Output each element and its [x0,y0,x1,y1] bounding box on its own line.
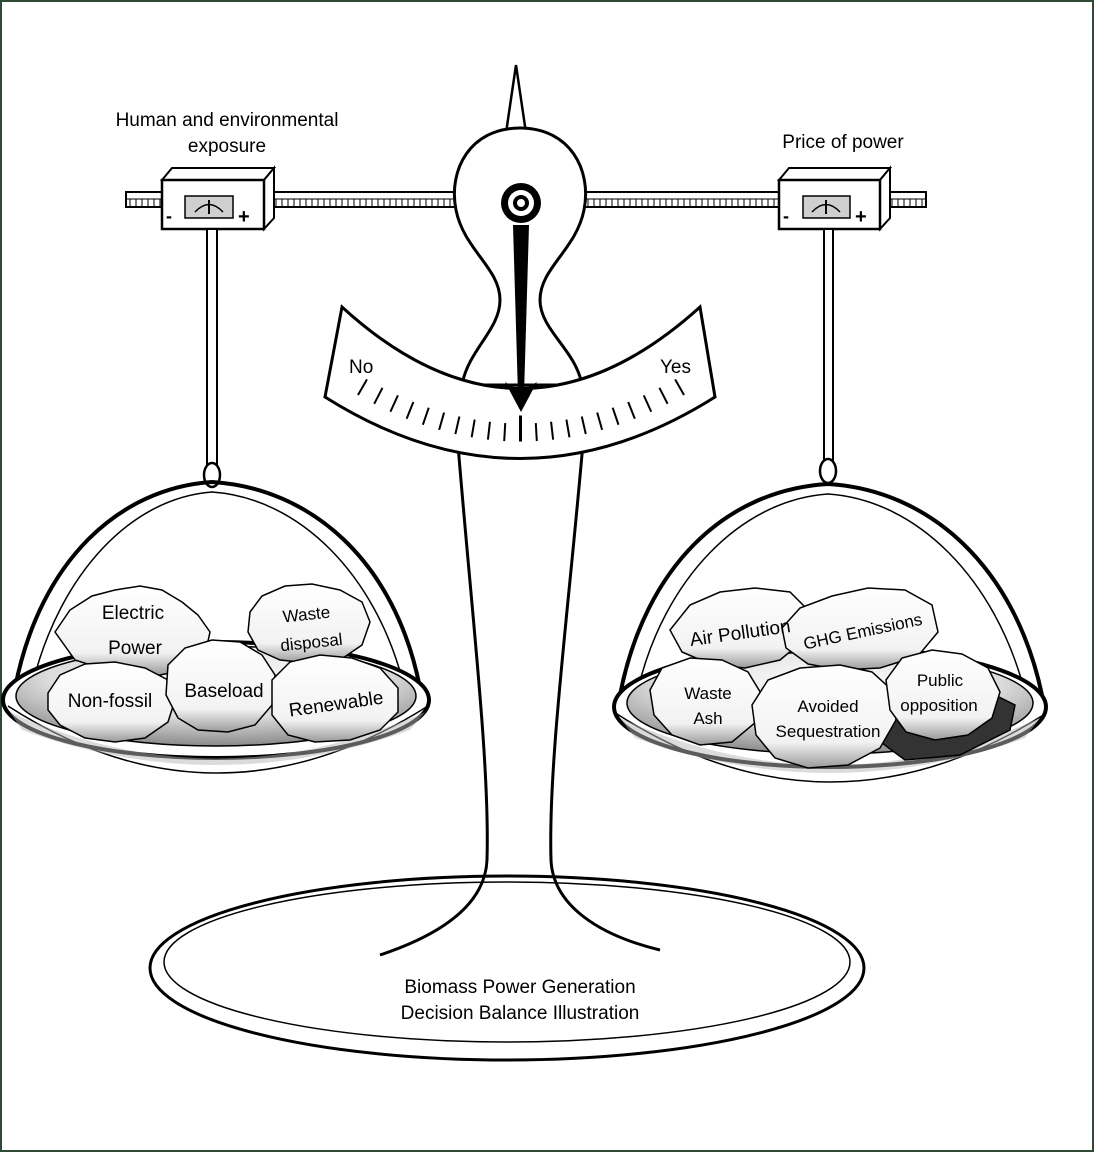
rock-label-avoided: Avoided [797,697,858,716]
rock-label-electric: Electric [102,603,164,624]
rock-label-sequestration: Sequestration [776,722,881,741]
dial-label-yes: Yes [660,357,691,378]
base-title-line1: Biomass Power Generation [404,977,635,998]
scale-base [150,876,864,1060]
left-slider-plus: + [238,206,250,228]
rock-label-baseload: Baseload [184,681,263,702]
right-slider: - + [779,168,890,229]
rock-label-nonfossil: Non-fossil [68,691,152,712]
left-slider: - + [162,168,274,229]
rock-label-waste-ash-1: Waste [684,684,732,703]
base-title-line2: Decision Balance Illustration [401,1003,640,1024]
dial-label-no: No [349,357,373,378]
left-slider-caption-line2: exposure [188,136,266,157]
rock-label-public: Public [917,671,964,690]
left-slider-minus: - [166,206,172,226]
right-slider-minus: - [783,206,789,226]
right-pan: Air Pollution GHG Emissions Waste Ash Av… [614,484,1046,782]
left-pan: Electric Power Waste disposal Non-fossil… [3,482,429,773]
right-hanger [820,229,836,483]
rock-label-opposition: opposition [900,696,978,715]
left-slider-caption-line1: Human and environmental [116,110,339,131]
left-hanger [204,229,220,487]
right-slider-caption: Price of power [782,132,904,153]
rock-label-waste-ash-2: Ash [693,709,722,728]
right-slider-plus: + [855,206,867,228]
rock-label-power: Power [108,638,163,659]
